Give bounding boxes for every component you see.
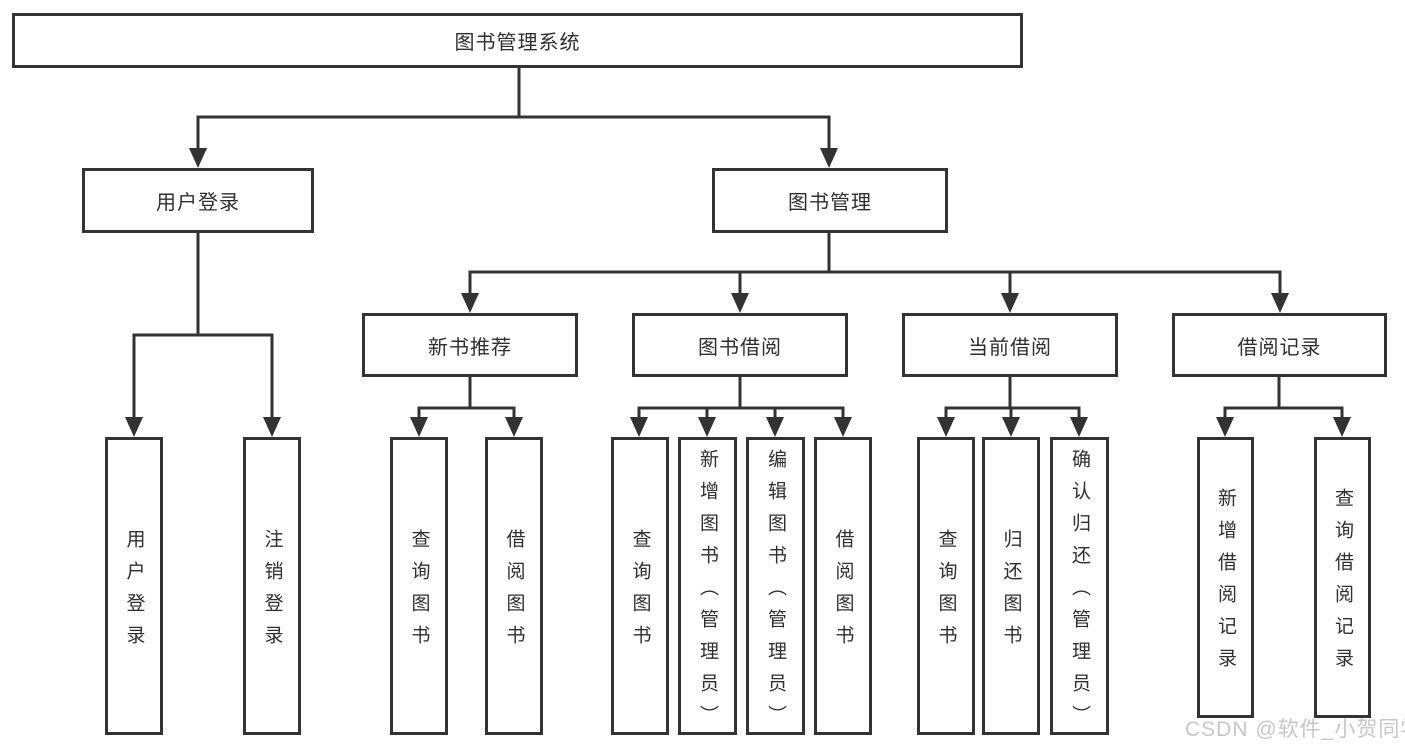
leaf-label: 借阅图书 xyxy=(832,528,854,657)
leaf-label: 用户登录 xyxy=(123,528,145,657)
leaf-query-books-recommend: 查询图书 xyxy=(390,437,448,735)
leaf-label: 新增图书（管理员） xyxy=(697,448,718,737)
leaf-query-borrow-record: 查询借阅记录 xyxy=(1314,437,1371,718)
csdn-watermark: CSDN @软件_小贺同学 xyxy=(1185,718,1405,741)
leaf-confirm-return-admin: 确认归还（管理员） xyxy=(1050,437,1109,737)
node-label: 当前借阅 xyxy=(968,336,1052,359)
node-book-management: 图书管理 xyxy=(712,168,948,233)
leaf-query-books-current: 查询图书 xyxy=(917,437,975,735)
leaf-label: 注销登录 xyxy=(261,528,283,657)
node-user-login: 用户登录 xyxy=(82,168,314,233)
node-label: 借阅记录 xyxy=(1237,336,1322,359)
node-library-management-system: 图书管理系统 xyxy=(12,13,1023,68)
node-label: 新书推荐 xyxy=(428,336,512,359)
node-new-book-recommendation: 新书推荐 xyxy=(362,313,578,377)
node-label: 图书管理 xyxy=(788,192,872,214)
leaf-add-books-admin: 新增图书（管理员） xyxy=(678,437,737,737)
node-borrowing-records: 借阅记录 xyxy=(1172,313,1387,377)
leaf-edit-books-admin: 编辑图书（管理员） xyxy=(746,437,805,737)
leaf-logout: 注销登录 xyxy=(243,437,301,735)
leaf-label: 查询图书 xyxy=(629,528,651,657)
node-current-borrowing: 当前借阅 xyxy=(902,313,1118,377)
leaf-borrow-books: 借阅图书 xyxy=(814,437,872,735)
leaf-label: 编辑图书（管理员） xyxy=(765,448,786,737)
leaf-label: 确认归还（管理员） xyxy=(1069,448,1090,737)
leaf-user-login: 用户登录 xyxy=(105,437,163,735)
node-label: 图书借阅 xyxy=(698,336,782,359)
leaf-add-borrow-record: 新增借阅记录 xyxy=(1197,437,1254,718)
node-label: 用户登录 xyxy=(156,192,240,214)
leaf-label: 新增借阅记录 xyxy=(1215,488,1236,680)
leaf-label: 归还图书 xyxy=(1000,528,1022,657)
leaf-borrow-books-recommend: 借阅图书 xyxy=(485,437,543,735)
leaf-label: 借阅图书 xyxy=(503,528,525,657)
leaf-label: 查询图书 xyxy=(935,528,957,657)
leaf-return-books: 归还图书 xyxy=(982,437,1040,735)
leaf-query-books-borrowing: 查询图书 xyxy=(611,437,669,735)
node-label: 图书管理系统 xyxy=(454,32,581,54)
node-book-borrowing: 图书借阅 xyxy=(632,313,848,377)
leaf-label: 查询图书 xyxy=(408,528,430,657)
leaf-label: 查询借阅记录 xyxy=(1332,488,1353,680)
